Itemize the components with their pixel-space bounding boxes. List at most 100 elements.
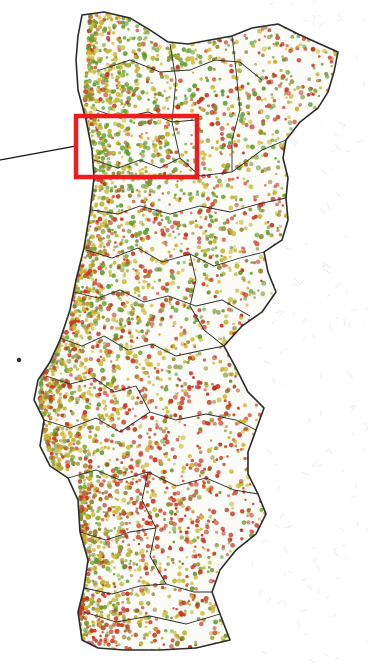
density-dot <box>258 438 263 443</box>
density-dot <box>154 22 159 27</box>
density-dot <box>191 598 195 602</box>
density-dot <box>140 250 143 254</box>
density-dot <box>287 120 293 126</box>
density-dot <box>210 146 214 150</box>
density-dot <box>297 235 303 240</box>
density-dot <box>184 317 189 322</box>
density-dot <box>47 348 52 352</box>
density-dot <box>267 364 271 368</box>
neighbor-mark <box>334 316 339 320</box>
density-dot <box>143 565 149 571</box>
density-dot <box>78 581 82 586</box>
density-dot <box>278 209 282 214</box>
density-dot <box>273 562 278 567</box>
density-dot <box>107 26 111 30</box>
density-dot <box>304 346 311 352</box>
density-dot <box>324 586 328 590</box>
density-dot <box>114 185 117 189</box>
density-dot <box>277 441 282 446</box>
density-dot <box>164 74 170 80</box>
density-dot <box>297 571 300 574</box>
density-dot <box>257 630 262 635</box>
density-dot <box>231 506 235 510</box>
density-dot <box>83 384 87 388</box>
density-dot <box>117 577 121 581</box>
density-dot <box>320 539 324 544</box>
density-dot <box>125 591 130 597</box>
density-dot <box>321 565 325 569</box>
density-dot <box>289 511 293 515</box>
density-dot <box>236 450 240 454</box>
density-dot <box>128 158 133 163</box>
density-dot <box>146 217 151 222</box>
density-dot <box>133 104 138 109</box>
density-dot <box>88 168 93 174</box>
density-dot <box>136 94 141 99</box>
density-dot <box>83 375 87 380</box>
density-dot <box>247 545 252 550</box>
density-dot <box>297 568 302 572</box>
density-dot <box>160 385 164 389</box>
density-dot <box>124 645 129 650</box>
density-dot <box>253 472 258 477</box>
density-dot <box>56 462 62 468</box>
density-dot <box>223 429 227 433</box>
density-dot <box>141 149 145 154</box>
density-dot <box>92 286 96 290</box>
density-dot <box>283 426 288 430</box>
density-dot <box>121 170 125 175</box>
density-dot <box>176 491 181 496</box>
density-dot <box>249 512 254 518</box>
density-dot <box>244 36 249 40</box>
density-dot <box>95 226 98 229</box>
density-dot <box>260 442 266 448</box>
density-dot <box>215 117 220 121</box>
density-dot <box>225 614 230 620</box>
density-dot <box>117 440 121 445</box>
density-dot <box>153 366 157 370</box>
density-dot <box>182 236 186 240</box>
density-dot <box>78 579 82 583</box>
density-dot <box>318 146 321 150</box>
density-dot <box>315 72 320 77</box>
density-dot <box>127 205 131 210</box>
density-dot <box>192 257 196 261</box>
density-dot <box>117 643 121 647</box>
density-dot <box>173 587 177 592</box>
density-dot <box>79 585 83 589</box>
density-dot <box>80 132 86 138</box>
density-dot <box>122 50 128 57</box>
density-dot <box>339 136 342 139</box>
density-dot <box>95 13 99 18</box>
density-dot <box>249 124 255 130</box>
density-dot <box>207 555 211 559</box>
density-dot <box>192 343 197 348</box>
density-dot <box>126 636 131 641</box>
density-dot <box>226 32 229 36</box>
density-dot <box>116 187 122 193</box>
neighbor-mark <box>362 81 366 87</box>
density-dot <box>75 262 78 265</box>
density-dot <box>278 200 282 204</box>
density-dot <box>145 620 149 624</box>
density-dot <box>78 193 82 197</box>
density-dot <box>305 346 309 350</box>
density-dot <box>102 510 106 514</box>
density-dot <box>249 529 254 534</box>
neighbor-mark <box>265 448 273 455</box>
density-dot <box>132 353 138 359</box>
density-dot <box>178 78 183 84</box>
density-dot <box>228 646 233 650</box>
density-dot <box>110 73 114 77</box>
density-dot <box>129 591 134 596</box>
density-dot <box>95 290 100 294</box>
density-dot <box>238 162 241 165</box>
density-dot <box>245 144 250 149</box>
neighbor-mark <box>350 406 356 413</box>
density-dot <box>111 312 117 318</box>
density-dot <box>94 278 98 282</box>
density-dot <box>118 65 123 70</box>
density-dot <box>73 252 78 257</box>
density-dot <box>327 305 331 309</box>
density-dot <box>169 273 175 279</box>
